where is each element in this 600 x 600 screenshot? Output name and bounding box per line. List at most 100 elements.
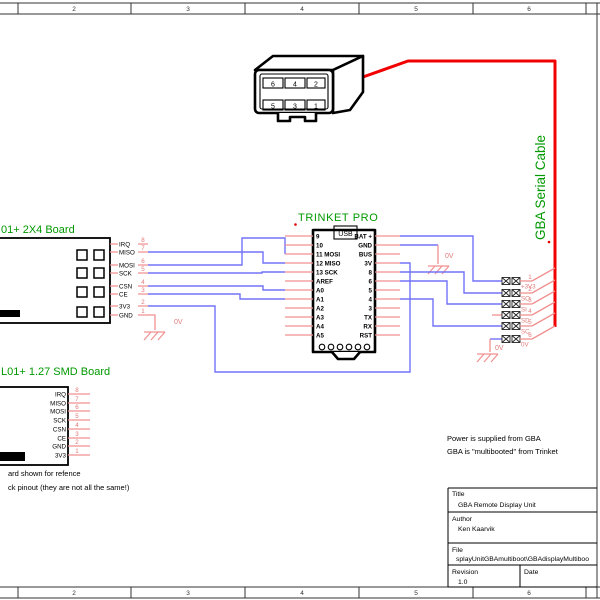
pin-number: 3 <box>75 431 79 438</box>
pin-symbol <box>511 322 521 330</box>
wire-ce <box>148 293 285 300</box>
pin-label: CSN <box>119 283 132 290</box>
wire-sck <box>148 271 285 274</box>
trinket-body <box>311 228 377 354</box>
connector-key-tab <box>276 113 318 123</box>
wires-left <box>148 237 411 373</box>
pin-label: MISO <box>50 400 66 407</box>
connector-pin-number: 1 <box>314 104 318 111</box>
gba-pin-name: 0V <box>521 342 529 349</box>
wire-pin8-so <box>400 271 502 294</box>
pin-label: TX <box>364 314 373 321</box>
pin-symbol <box>511 289 521 297</box>
file-value: splayUnitGBAmultiboot\GBAdisplayMultiboo <box>456 556 589 563</box>
gba-pin-number: 6 <box>528 332 532 339</box>
gba-pin-number: 4 <box>528 308 532 315</box>
date-label: Date <box>524 569 539 576</box>
nrf-2x4-board: 01+ 2X4 Board IRQ 8 MISO 7 MOSI 6 SCK 5 … <box>0 224 183 341</box>
pin-label: A0 <box>316 287 324 294</box>
pin-label: 11 MOSI <box>316 251 340 258</box>
usb-label: USB <box>338 231 353 238</box>
pin-label: 12 MISO <box>316 260 341 267</box>
ref-dot <box>294 223 297 226</box>
board-2x4-pins: IRQ 8 MISO 7 MOSI 6 SCK 5 CSN 4 CE 3 3V3… <box>110 237 148 319</box>
ruler-number: 5 <box>414 6 418 13</box>
pin-number: 1 <box>141 308 145 315</box>
gba-connector: 6 4 2 5 3 1 <box>253 54 365 123</box>
gba-cable-pins: 1 +3V3 2 SO 3 SI 4 SD 5 SC 6 0V <box>476 267 556 363</box>
trinket-pro: TRINKET PRO USB 9 10 11 MOSI 12 MISO 13 … <box>285 212 400 361</box>
pin-number: 8 <box>75 387 79 394</box>
revision-label: Revision <box>452 569 478 576</box>
board-2x4-antenna-bar <box>0 310 20 317</box>
pin-symbol <box>511 335 521 343</box>
connector-pin-number: 6 <box>271 82 275 89</box>
board-smd-pins: IRQ 8 MISO 7 MOSI 6 SCK 5 CSN 4 CE 3 GND… <box>50 387 90 459</box>
pin-label: 6 <box>369 278 373 285</box>
gba-serial-cable-label: GBA Serial Cable <box>533 135 548 240</box>
pin-label: GND <box>52 443 66 450</box>
board-smd-title: L01+ 1.27 SMD Board <box>1 366 110 378</box>
revision-value: 1.0 <box>458 579 468 586</box>
gba-pin-number: 1 <box>528 274 532 281</box>
ground-symbol <box>476 353 499 363</box>
pin-label: BAT + <box>354 233 372 240</box>
wires-right: 0V <box>400 235 502 327</box>
pin-label: GND <box>119 312 133 319</box>
usb-connector-box <box>333 225 358 240</box>
pin-label: 10 <box>316 242 323 249</box>
pin-number: 1 <box>75 448 79 455</box>
note-line-1: ard shown for refence <box>8 469 81 478</box>
wire-gnd-board <box>148 314 156 330</box>
nrf-smd-board: L01+ 1.27 SMD Board IRQ 8 MISO 7 MOSI 6 … <box>0 366 110 466</box>
pin-number: 3 <box>141 287 145 294</box>
pin-number: 5 <box>141 266 145 273</box>
pin-symbol <box>511 300 521 308</box>
pin-symbol <box>501 335 511 343</box>
board-2x4-outline <box>0 237 111 324</box>
pin-number: 8 <box>141 237 145 244</box>
trinket-bottom-notch <box>331 351 361 361</box>
gba-pin-number: 5 <box>528 319 532 326</box>
pin-label: A3 <box>316 314 324 321</box>
board-2x4-title: 01+ 2X4 Board <box>1 224 75 236</box>
ruler-number: 2 <box>72 590 76 597</box>
pin-label: 3V3 <box>119 303 131 310</box>
pin-label: 3V3 <box>55 452 67 459</box>
wire-pin4-sc <box>400 298 502 327</box>
pin-label: MOSI <box>50 408 66 415</box>
connector-pin-number: 5 <box>271 104 275 111</box>
pin-label: 13 SCK <box>316 269 338 276</box>
notes: ard shown for refence ck pinout (they ar… <box>8 469 130 492</box>
gba-pin-name: +3V3 <box>521 284 536 291</box>
ov-label: 0V <box>445 253 454 260</box>
pin-label: CE <box>57 435 66 442</box>
author-label: Author <box>452 516 473 523</box>
pin-label: 4 <box>369 296 373 303</box>
ruler-number: 6 <box>527 590 531 597</box>
author-value: Ken Kaarvik <box>458 526 495 533</box>
wire-batplus <box>400 235 502 282</box>
pin-number: 2 <box>141 299 145 306</box>
ruler-number: 4 <box>300 590 304 597</box>
note-line-2: ck pinout (they are not all the same!) <box>8 483 130 492</box>
pin-label: RX <box>363 323 372 330</box>
pin-symbol <box>501 322 511 330</box>
pin-symbol <box>501 289 511 297</box>
ruler-number: 6 <box>527 6 531 13</box>
trinket-pin-stubs <box>285 235 400 336</box>
pin-number: 4 <box>75 422 79 429</box>
pin-label: IRQ <box>119 241 130 248</box>
pin-label: A4 <box>316 323 324 330</box>
pin-label: 3 <box>369 305 373 312</box>
pin-symbol <box>501 277 511 285</box>
pin-number: 6 <box>141 258 145 265</box>
file-label: File <box>452 547 463 554</box>
pin-label: AREF <box>316 278 333 285</box>
wire-csn <box>148 285 285 291</box>
ground-symbol <box>143 331 166 341</box>
pin-number: 7 <box>75 396 79 403</box>
pin-label: 3V <box>364 260 372 267</box>
title-label: Title <box>452 491 465 498</box>
pin-symbol <box>501 300 511 308</box>
